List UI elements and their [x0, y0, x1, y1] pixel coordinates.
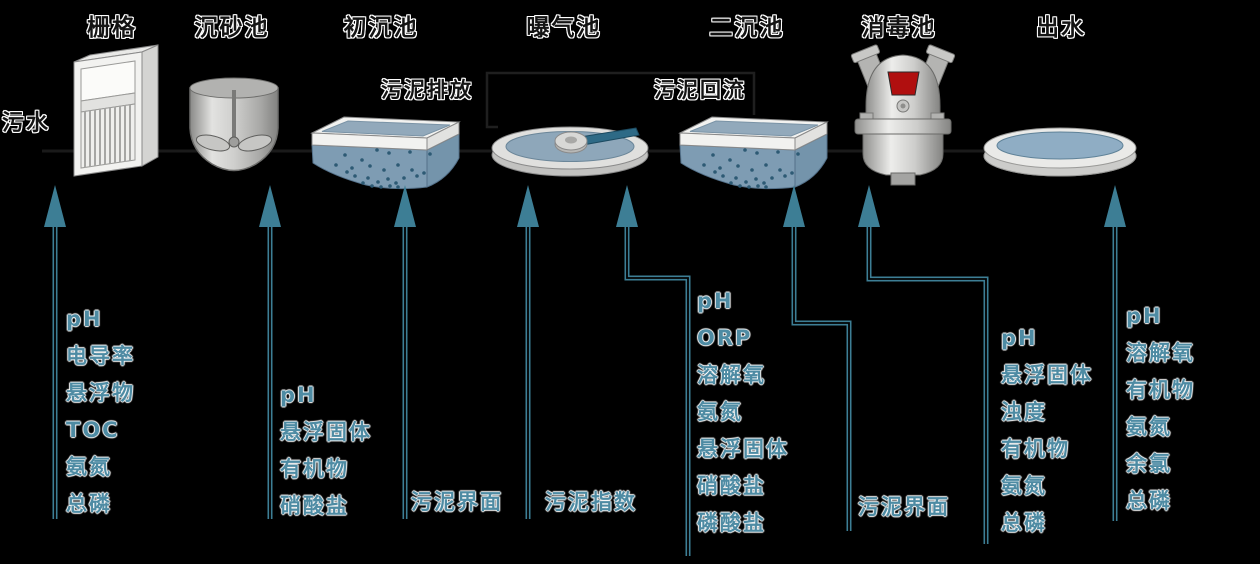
measurement-lines: [44, 185, 1126, 556]
param-label: 有机物: [1001, 437, 1070, 461]
influent-label: 污水: [2, 111, 51, 136]
screen-bars: [84, 104, 131, 168]
param-label: 溶解氧: [697, 363, 766, 387]
param-label: pH: [280, 383, 317, 407]
param-label: 氨氮: [1126, 415, 1172, 439]
param-label: 悬浮固体: [1001, 363, 1093, 387]
param-column-secondary: 污泥界面: [858, 489, 950, 526]
aeration-round-tank: [491, 126, 649, 177]
sludge-particles: [334, 148, 432, 189]
param-label: 氨氮: [1001, 474, 1047, 498]
param-column-influent: pH 电导率悬浮物 TOC 氨氮总磷: [66, 301, 135, 523]
sludge-return-label: 污泥回流: [654, 78, 746, 102]
param-label: 溶解氧: [1126, 341, 1195, 365]
param-label: 总磷: [66, 492, 112, 516]
param-column-grit: pH 悬浮固体有机物硝酸盐: [280, 377, 372, 525]
bar-screen-unit: [73, 44, 159, 177]
param-label: pH: [697, 289, 734, 313]
param-label: 有机物: [1126, 378, 1195, 402]
secondary-sedimentation-basin: [679, 116, 828, 190]
stage-label-effluent: 出水: [1036, 15, 1086, 41]
param-label: 悬浮固体: [280, 420, 372, 444]
sludge-line-bracket: [485, 71, 756, 129]
param-column-primary: 污泥界面: [411, 484, 503, 521]
measurement-arrow-icons: [44, 185, 1126, 227]
stage-label-grid: 栅格: [87, 15, 137, 41]
stage-label-secondary: 二沉池: [709, 15, 785, 41]
param-label: 余氯: [1126, 452, 1172, 476]
red-indicator-window: [887, 71, 920, 96]
param-label: 氨氮: [66, 455, 112, 479]
param-label: pH: [66, 307, 103, 331]
stage-label-disinfection: 消毒池: [861, 15, 937, 41]
param-label: 电导率: [66, 344, 135, 368]
param-label: 总磷: [1126, 489, 1172, 513]
param-label: 磷酸盐: [697, 511, 766, 535]
stage-label-primary: 初沉池: [343, 15, 419, 41]
param-label: 总磷: [1001, 511, 1047, 535]
param-label: 有机物: [280, 457, 349, 481]
param-label: 污泥指数: [545, 490, 637, 514]
grit-chamber-tank: [189, 77, 279, 172]
param-column-effluent: pH 溶解氧有机物氨氮余氯总磷: [1126, 298, 1195, 520]
param-label: ORP: [697, 326, 753, 350]
param-label: 悬浮物: [66, 381, 135, 405]
param-label: TOC: [66, 418, 120, 442]
stage-label-aeration: 曝气池: [526, 15, 602, 41]
effluent-dish: [983, 127, 1137, 177]
param-label: 硝酸盐: [697, 474, 766, 498]
sedimentation-basin: [310, 116, 461, 190]
param-label: pH: [1126, 304, 1163, 328]
param-label: pH: [1001, 326, 1038, 350]
param-label: 污泥界面: [858, 495, 950, 519]
param-label: 硝酸盐: [280, 494, 349, 518]
disinfection-vessel: [850, 44, 956, 186]
param-label: 浊度: [1001, 400, 1047, 424]
param-column-disinfection: pH 悬浮固体浊度有机物氨氮总磷: [1001, 320, 1093, 542]
sludge-discharge-label: 污泥排放: [381, 78, 473, 102]
param-label: 氨氮: [697, 400, 743, 424]
param-column-aeration: pH ORP 溶解氧氨氮悬浮固体硝酸盐磷酸盐: [697, 283, 789, 542]
param-column-aeration-svi: 污泥指数: [545, 484, 637, 521]
param-label: 污泥界面: [411, 490, 503, 514]
param-label: 悬浮固体: [697, 437, 789, 461]
stage-label-grit: 沉砂池: [194, 15, 270, 41]
